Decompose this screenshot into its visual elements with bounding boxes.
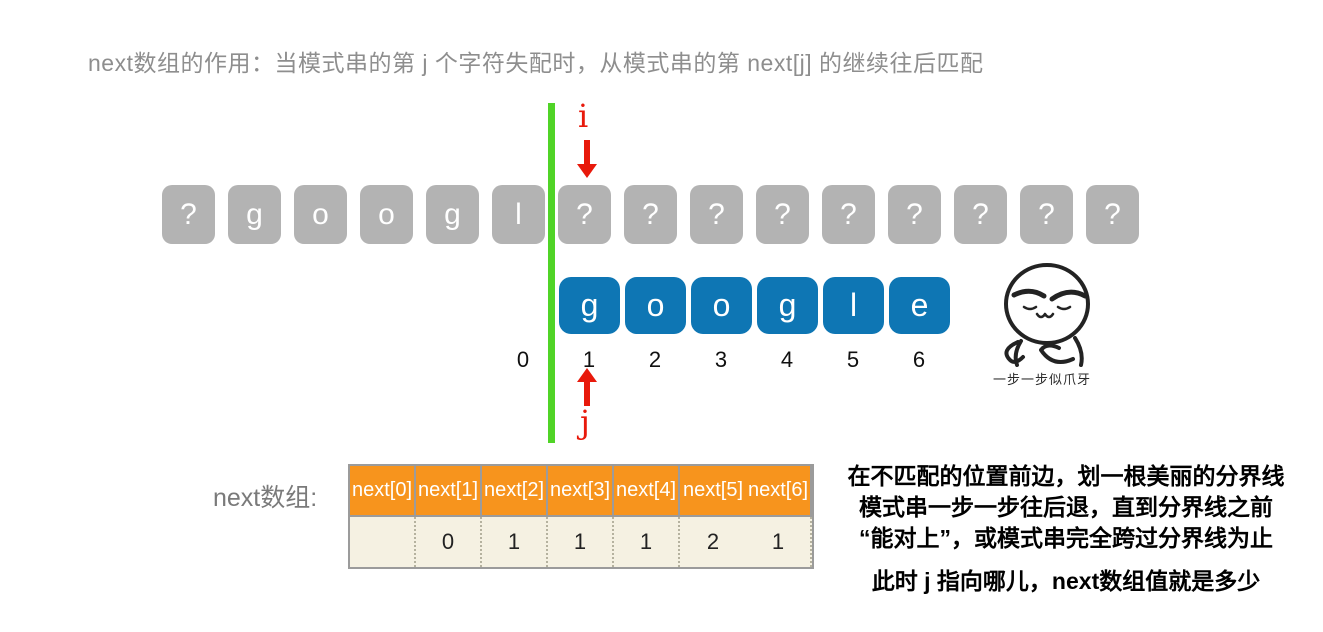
- next-array-value-cell: 1: [482, 517, 548, 567]
- text-string-cell: g: [228, 185, 281, 244]
- arrow-up-icon: [584, 380, 590, 406]
- text-string-cell: ?: [756, 185, 809, 244]
- next-array-value-cell: 1: [614, 517, 680, 567]
- next-array-header-cell: next[5]: [680, 466, 746, 517]
- text-string-cell: o: [360, 185, 413, 244]
- text-string-cell: g: [426, 185, 479, 244]
- next-array-table: next[0]next[1]next[2]next[3]next[4]next[…: [348, 464, 814, 569]
- pointer-j-label: j: [580, 403, 590, 441]
- pattern-string-cell: g: [559, 277, 620, 334]
- pattern-string-cell: e: [889, 277, 950, 334]
- next-array-value-cell: 1: [548, 517, 614, 567]
- pattern-index: 1: [582, 347, 596, 372]
- arrow-up-head-icon: [577, 368, 597, 382]
- pattern-index: 5: [846, 347, 860, 372]
- next-array-value-cell: 0: [416, 517, 482, 567]
- arrow-down-head-icon: [577, 164, 597, 178]
- text-string-cell: ?: [558, 185, 611, 244]
- note-footer: 此时 j 指向哪儿，next数组值就是多少: [871, 568, 1261, 594]
- next-array-header-cell: next[1]: [416, 466, 482, 517]
- meme-figure: 一步一步似爪牙: [985, 262, 1140, 388]
- pattern-index: 2: [648, 347, 662, 372]
- text-string-cell: ?: [1020, 185, 1073, 244]
- next-array-value-cell: 1: [746, 517, 812, 567]
- note-line: “能对上”，或模式串完全跨过分界线为止: [859, 525, 1273, 551]
- meme-image-icon: [1004, 263, 1090, 367]
- next-array-header-cell: next[2]: [482, 466, 548, 517]
- text-string-cell: ?: [624, 185, 677, 244]
- text-string-cell: ?: [162, 185, 215, 244]
- divider-line: [548, 103, 555, 443]
- note-line: 模式串一步一步往后退，直到分界线之前: [859, 494, 1273, 520]
- text-string-cell: ?: [954, 185, 1007, 244]
- next-array-value-cell: 2: [680, 517, 746, 567]
- explanation-note: 在不匹配的位置前边，划一根美丽的分界线模式串一步一步往后退，直到分界线之前 “能对…: [810, 461, 1322, 597]
- next-array-header-cell: next[6]: [746, 466, 812, 517]
- pattern-index: 4: [780, 347, 794, 372]
- pattern-string-cell: l: [823, 277, 884, 334]
- text-string-cell: l: [492, 185, 545, 244]
- arrow-down-icon: [584, 140, 590, 166]
- next-array-header-cell: next[0]: [350, 466, 416, 517]
- pattern-string-cell: o: [691, 277, 752, 334]
- next-array-label: next数组:: [213, 484, 318, 512]
- pattern-string-cell: g: [757, 277, 818, 334]
- next-array-value-cell: [350, 517, 416, 567]
- pointer-i-label: i: [578, 97, 589, 135]
- text-string-cell: ?: [822, 185, 875, 244]
- pattern-index-row: 0 1 2 3 4 5 6: [490, 347, 952, 373]
- text-string-cell: o: [294, 185, 347, 244]
- page-title: next数组的作用：当模式串的第 j 个字符失配时，从模式串的第 next[j]…: [88, 50, 984, 76]
- text-string-cell: ?: [1086, 185, 1139, 244]
- note-line: 在不匹配的位置前边，划一根美丽的分界线: [847, 463, 1285, 489]
- pattern-index: 6: [912, 347, 926, 372]
- text-string-cell: ?: [690, 185, 743, 244]
- pattern-index: 0: [516, 347, 530, 372]
- next-array-header-cell: next[3]: [548, 466, 614, 517]
- meme-caption: 一步一步似爪牙: [993, 372, 1092, 387]
- pattern-index: 3: [714, 347, 728, 372]
- next-array-header-cell: next[4]: [614, 466, 680, 517]
- text-string-cell: ?: [888, 185, 941, 244]
- note-lines: 在不匹配的位置前边，划一根美丽的分界线模式串一步一步往后退，直到分界线之前 “能对…: [810, 461, 1322, 554]
- pattern-string-cell: o: [625, 277, 686, 334]
